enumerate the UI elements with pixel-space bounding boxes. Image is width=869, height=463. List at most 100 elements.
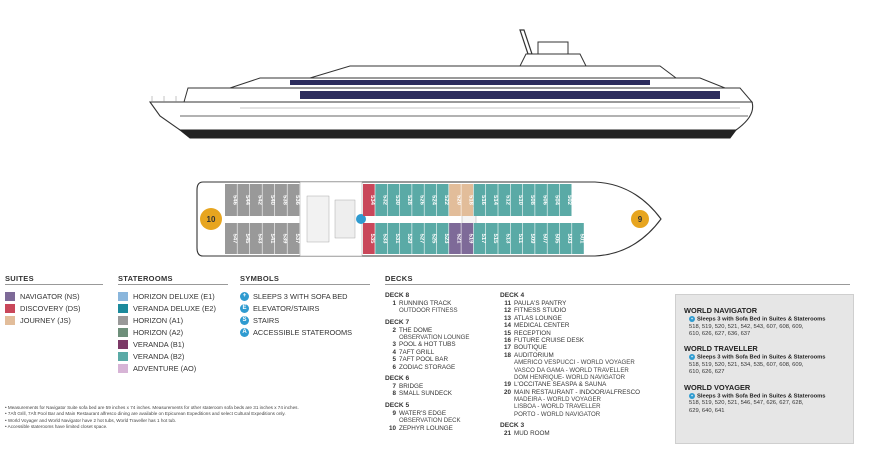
cabin (486, 184, 498, 216)
room-list: 518, 519, 520, 521, 542, 543, 607, 608, … (689, 323, 804, 330)
cabin (250, 184, 262, 216)
cabin-number: 509 (529, 234, 535, 245)
cabin-number: 542 (256, 195, 262, 206)
cabin (461, 184, 474, 216)
deck-item-name: POOL & HOT TUBS (399, 341, 456, 349)
divider (385, 284, 850, 285)
sleeps-note: +Sleeps 3 with Sofa Bed in Suites & Stat… (689, 316, 853, 324)
cabin (436, 184, 449, 216)
swatch (118, 351, 128, 361)
cabin-number: 522 (443, 195, 449, 206)
deck-item-number: 17 (503, 344, 511, 352)
deck-item-name: L'OCCITANE SEASPA & SAUNA (514, 381, 607, 389)
swatch (118, 303, 128, 313)
cabin (387, 223, 400, 254)
cabin (461, 223, 474, 254)
deck-item-sub: LISBOA - WORLD TRAVELLER (514, 403, 601, 411)
legend-label: STAIRS (253, 315, 280, 325)
sofa-bed-icon: + (689, 392, 695, 399)
cabin-number: 502 (566, 195, 572, 206)
cabin-number: 543 (256, 234, 262, 245)
staterooms-legend: HORIZON DELUXE (E1) VERANDA DELUXE (E2) … (118, 290, 216, 374)
cabin (424, 184, 437, 216)
room-list: 518, 519, 520, 521, 534, 535, 607, 608, … (689, 361, 804, 368)
cabin (412, 184, 424, 216)
cabin (559, 184, 572, 216)
legend-label: VERANDA (B1) (133, 339, 185, 349)
sleeps-text: Sleeps 3 with Sofa Bed in Suites & State… (697, 393, 826, 400)
deck-title: DECK 4 (500, 292, 525, 299)
deck-item-sub: PORTO - WORLD NAVIGATOR (514, 410, 601, 418)
deck-item-number: 20 (503, 388, 511, 396)
symbols-header: SYMBOLS (240, 274, 280, 283)
deck-item-number: 21 (503, 429, 511, 437)
cabin-number: 503 (566, 234, 572, 245)
deck-item-name: MEDICAL CENTER (514, 322, 570, 330)
deck-item-number: 6 (392, 363, 396, 371)
sleeps-text: Sleeps 3 with Sofa Bed in Suites & State… (697, 354, 826, 361)
suites-legend: NAVIGATOR (NS) DISCOVERY (DS) JOURNEY (J… (5, 290, 81, 326)
legend-item: HORIZON DELUXE (E1) (118, 290, 216, 302)
deck-item-number: 1 (392, 300, 396, 307)
deck-item-name: ATLAS LOUNGE (514, 314, 562, 322)
cabin-number: 515 (492, 234, 498, 245)
deck-item-name: AUDITORIUM (514, 351, 554, 359)
deck-item-name: BRIDGE (399, 383, 424, 391)
legend-label: ACCESSIBLE STATEROOMS (253, 327, 353, 337)
divider (5, 284, 103, 285)
cabin (449, 223, 461, 254)
footnote: • Measurements for Navigator Suite sofa … (5, 405, 299, 410)
swatch (118, 363, 128, 373)
cabin (275, 184, 287, 216)
deck-item-sub: MADEIRA - WORLD VOYAGER (514, 395, 601, 403)
cabin-number: 513 (504, 234, 510, 245)
cabin-number: 512 (504, 195, 510, 206)
cabin (522, 223, 535, 254)
cabin-number: 547 (231, 234, 237, 245)
cabin-number: 504 (554, 195, 560, 206)
swatch (118, 327, 128, 337)
cabin-number: 545 (244, 234, 250, 245)
cabin-number: 524 (431, 195, 437, 206)
cabin (473, 184, 486, 216)
deck-item-number: 8 (392, 390, 396, 398)
cabin-number: 540 (269, 195, 275, 206)
cabin-number: 519 (468, 234, 474, 245)
legend-item: +SLEEPS 3 WITH SOFA BED (240, 290, 352, 302)
staterooms-header: STATEROOMS (118, 274, 173, 283)
cabin-number: 537 (294, 234, 300, 245)
room-list: 518, 519, 520, 521, 546, 547, 626, 627, … (689, 400, 804, 407)
deck-item-number: 10 (388, 424, 396, 432)
room-list: 629, 640, 641 (689, 407, 725, 414)
cabin (559, 223, 572, 254)
swatch (118, 315, 128, 325)
cabin (473, 223, 486, 254)
deck-item-name: THE DOME (399, 326, 433, 334)
swatch (118, 339, 128, 349)
cabin-number: 531 (394, 234, 400, 245)
cabin-number: 516 (480, 195, 486, 206)
deck-item-name: BOUTIQUE (514, 344, 547, 352)
legend-item: HORIZON (A1) (118, 314, 216, 326)
divider (240, 284, 370, 285)
deck-item-number: 7 (392, 383, 396, 391)
ship-info-box: WORLD NAVIGATOR +Sleeps 3 with Sofa Bed … (675, 294, 854, 444)
cabin (535, 184, 547, 216)
ship-block: WORLD VOYAGER +Sleeps 3 with Sofa Bed in… (676, 383, 853, 415)
cabin-number: 514 (492, 195, 498, 206)
legend-label: HORIZON DELUXE (E1) (133, 291, 215, 301)
deck-item-name: PAULA'S PANTRY (514, 300, 567, 307)
cabin-number: 533 (381, 234, 387, 245)
